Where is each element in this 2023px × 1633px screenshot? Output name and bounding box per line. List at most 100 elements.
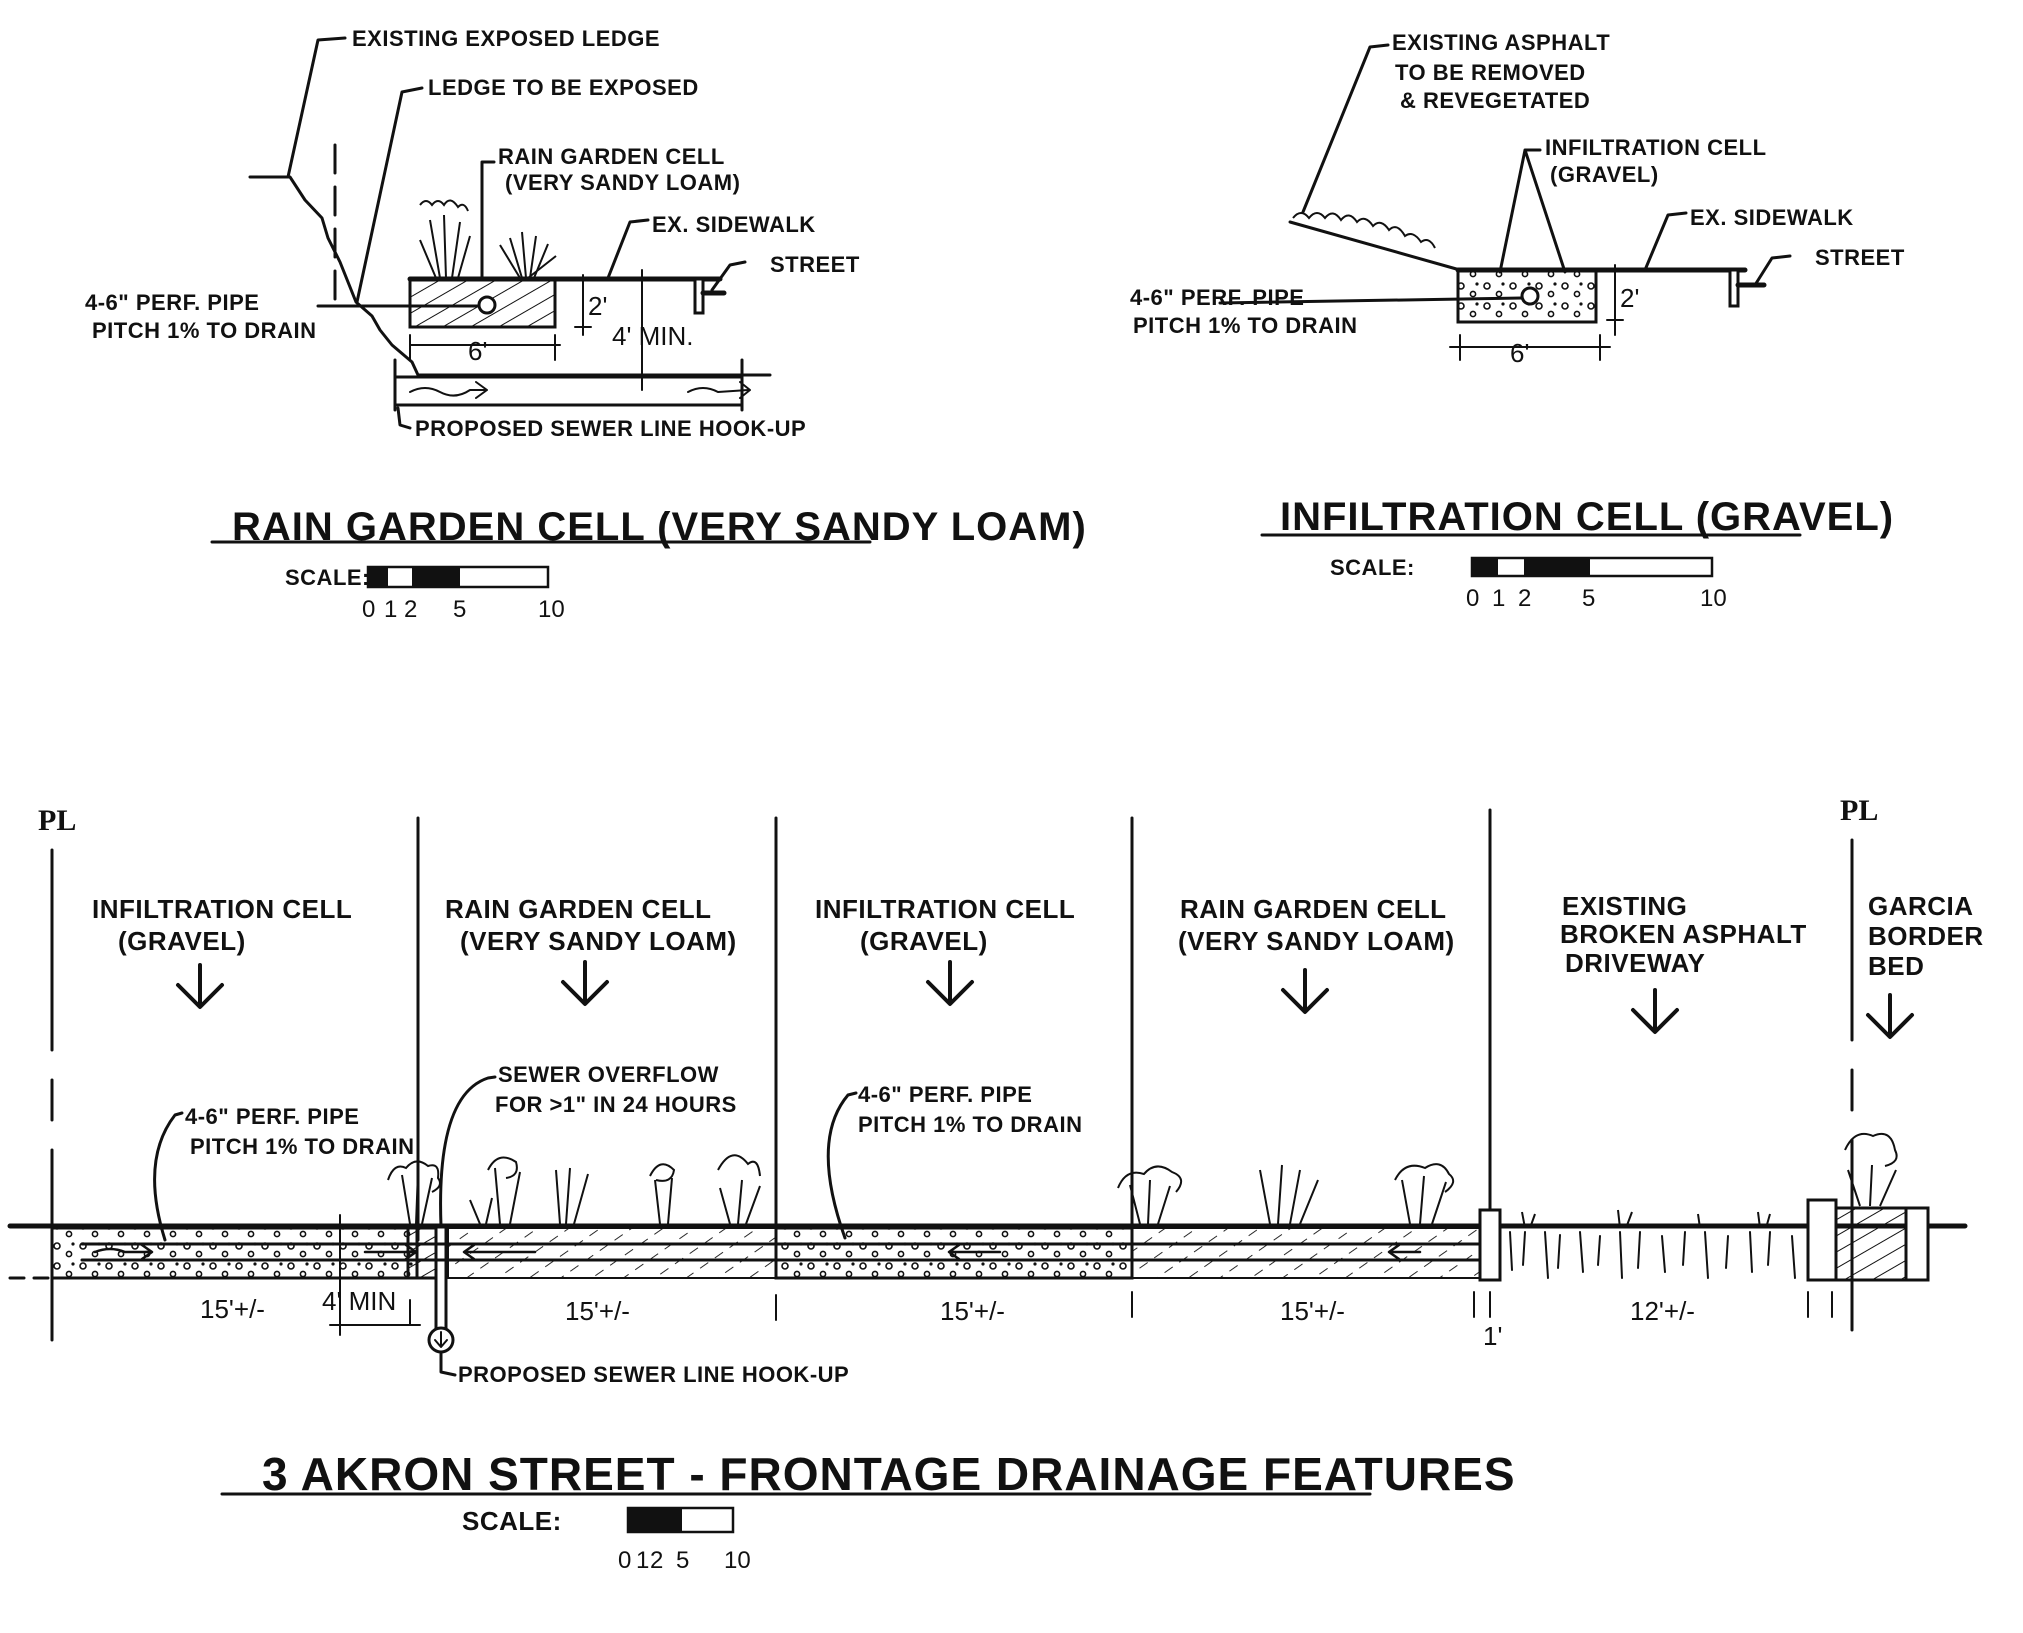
- callout-pipe-b-line2: PITCH 1% TO DRAIN: [858, 1112, 1082, 1137]
- scale-tick: 1: [384, 596, 397, 623]
- curb: [1728, 268, 1740, 308]
- leader-pipe-b: [826, 1091, 858, 1240]
- asphalt-slope: [1288, 220, 1462, 272]
- scale-tick: 5: [453, 596, 466, 623]
- zone-label-5: EXISTING BROKEN ASPHALT DRIVEWAY: [1560, 891, 1806, 978]
- dim-depth: 2': [588, 291, 607, 321]
- callout-cell-line2: (VERY SANDY LOAM): [505, 170, 740, 195]
- plant-ornamental-grass-icon: [499, 231, 557, 279]
- scale-tick: 10: [538, 596, 565, 623]
- down-arrow-icons: [176, 960, 1914, 1039]
- callout-asphalt-line2: TO BE REMOVED: [1395, 60, 1586, 85]
- scale-label: SCALE:: [1330, 555, 1415, 580]
- flow-arrow-icon: [462, 1243, 537, 1261]
- zone-label-line: EXISTING: [1562, 891, 1687, 921]
- callout-overflow-line2: FOR >1" IN 24 HOURS: [495, 1092, 737, 1117]
- flow-arrow-icon: [947, 1243, 1002, 1261]
- zone-label-line: (GRAVEL): [118, 926, 246, 956]
- scale-tick: 0: [362, 596, 375, 623]
- zone-label-line: DRIVEWAY: [1565, 948, 1705, 978]
- curb-mid: [1806, 1198, 1838, 1282]
- leader-street: [1753, 254, 1792, 287]
- callout-street: STREET: [1815, 245, 1905, 270]
- scale-tick: 10: [724, 1547, 751, 1574]
- scale-label: SCALE:: [285, 565, 370, 590]
- leader-sidewalk: [606, 218, 650, 280]
- dim-setback: 4' MIN: [322, 1286, 396, 1316]
- title-block-rain-garden: RAIN GARDEN CELL (VERY SANDY LOAM) SCALE…: [210, 505, 1086, 623]
- zone-label-6: GARCIA BORDER BED: [1868, 891, 1984, 981]
- callout-cell-line2: (GRAVEL): [1550, 162, 1659, 187]
- zone-label-3: INFILTRATION CELL (GRAVEL): [815, 894, 1075, 956]
- dim-setback-line: [329, 1214, 421, 1336]
- scale-tick: 0: [1466, 585, 1479, 612]
- scale-bar: 0 1 2 5 10: [1466, 556, 1727, 612]
- scale-label: SCALE:: [462, 1506, 562, 1536]
- callout-pipe-a-line1: 4-6" PERF. PIPE: [185, 1104, 359, 1129]
- zone-label-line: INFILTRATION CELL: [815, 894, 1075, 924]
- flow-arrow-icon: [93, 1243, 154, 1261]
- detail-rain-garden-section: 2' 6' 4' MIN. EXISTING EXPOSED LEDGE LED…: [85, 26, 860, 441]
- dim-ticks: [775, 1291, 1833, 1321]
- zone-label-line: GARCIA: [1868, 891, 1974, 921]
- zone-dividers: [416, 808, 1492, 1242]
- dim-width: 6': [468, 336, 487, 366]
- down-arrow-icon: [561, 960, 609, 1006]
- scale-bar: 0 1 2 5 10: [618, 1506, 751, 1574]
- down-arrow-icon: [1281, 968, 1329, 1014]
- zone-label-line: BORDER: [1868, 921, 1984, 951]
- callout-street: STREET: [770, 252, 860, 277]
- scale-tick: 1: [636, 1547, 649, 1574]
- zone-label-line: (GRAVEL): [860, 926, 988, 956]
- zone-label-4: RAIN GARDEN CELL (VERY SANDY LOAM): [1178, 894, 1454, 956]
- callout-asphalt-line3: & REVEGETATED: [1400, 88, 1590, 113]
- leader-sewer-hookup: [439, 1350, 457, 1377]
- zone-label-2: RAIN GARDEN CELL (VERY SANDY LOAM): [445, 894, 736, 956]
- flow-arrow-icon: [687, 381, 751, 399]
- flow-arrow-icon: [363, 1243, 418, 1261]
- scale-tick: 2: [1518, 585, 1531, 612]
- scale-tick: 5: [1582, 585, 1595, 612]
- zone-label-1: INFILTRATION CELL (GRAVEL): [92, 894, 352, 956]
- leader-overflow: [439, 1075, 497, 1228]
- scale-tick: 5: [676, 1547, 689, 1574]
- revegetation-texture: [1292, 212, 1436, 249]
- callout-cell-line1: RAIN GARDEN CELL: [498, 144, 725, 169]
- scale-segment: [412, 567, 460, 587]
- flow-arrow-icon: [409, 381, 488, 399]
- title-block-infiltration: INFILTRATION CELL (GRAVEL) SCALE: 0 1 2 …: [1260, 495, 1893, 612]
- callout-pipe-line1: 4-6" PERF. PIPE: [1130, 285, 1304, 310]
- zone-dimension: 15'+/-: [565, 1296, 630, 1326]
- plant-perennial-icons: [469, 1154, 761, 1225]
- leader-ledge-to-expose: [355, 86, 424, 304]
- zone-dimension: 15'+/-: [1280, 1296, 1345, 1326]
- callout-pipe-line2: PITCH 1% TO DRAIN: [92, 318, 316, 343]
- leader-perf-pipe: [1218, 296, 1524, 305]
- frontage-elevation: PL PL INFILTRATION CELL (GRAVEL) RAIN GA…: [7, 794, 1984, 1387]
- callout-overflow-line1: SEWER OVERFLOW: [498, 1062, 719, 1087]
- sewer-pipe: [393, 358, 744, 412]
- flow-arrow-icon: [1387, 1243, 1422, 1261]
- zone-label-line: BED: [1868, 951, 1924, 981]
- sewer-down-arrow-icon: [434, 1331, 448, 1348]
- callout-existing-ledge: EXISTING EXPOSED LEDGE: [352, 26, 660, 51]
- infiltration-cell-1: [50, 1226, 419, 1280]
- plant-shrub-icon: [387, 1160, 441, 1225]
- perf-pipe-icon: [1520, 286, 1540, 306]
- zone-dimension: 12'+/-: [1630, 1296, 1695, 1326]
- callout-pipe-b-line1: 4-6" PERF. PIPE: [858, 1082, 1032, 1107]
- garcia-border-bed: [1834, 1206, 1908, 1282]
- leader-infiltration-cell: [1498, 148, 1567, 274]
- scale-segment: [1524, 558, 1590, 576]
- scale-tick: 2: [404, 596, 417, 623]
- scale-tick: 10: [1700, 585, 1727, 612]
- leader-existing-ledge: [286, 36, 347, 179]
- dim-width-line: [409, 334, 561, 361]
- zone-label-line: RAIN GARDEN CELL: [1180, 894, 1447, 924]
- leader-rain-garden-cell: [480, 160, 496, 280]
- leader-street: [710, 260, 747, 292]
- callout-sewer: PROPOSED SEWER LINE HOOK-UP: [415, 416, 806, 441]
- scale-segment: [1472, 558, 1498, 576]
- dim-curb-gap: 1': [1483, 1321, 1502, 1351]
